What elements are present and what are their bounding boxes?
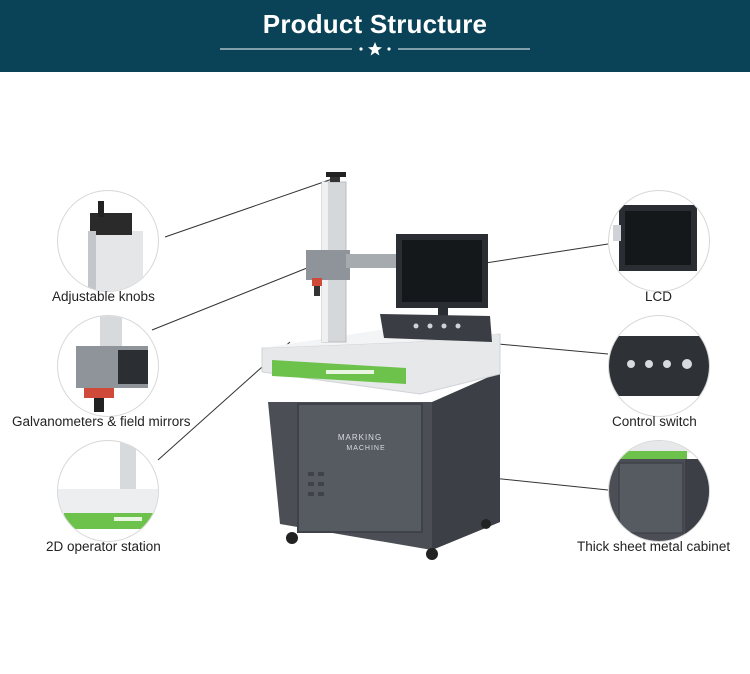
page-title: Product Structure [262,9,488,39]
callout-galvanometers: Galvanometers & field mirrors [12,414,191,429]
header-banner: Product Structure [0,0,750,72]
machine-label-line2: MACHINE [346,445,385,452]
title-divider-ornament [220,42,530,56]
star-icon [368,42,382,56]
machine-label-line1: MARKING [338,433,382,442]
control-switch-thumbnail [608,315,710,417]
product-diagram: MARKING MACHINE [0,72,750,674]
laser-marking-machine: MARKING MACHINE [261,172,501,560]
operator-station-thumbnail [57,440,159,542]
galvanometers-thumbnail [57,315,159,417]
adjustable-knobs-thumbnail [57,190,159,292]
callout-lcd: LCD [645,289,673,304]
galvanometer-head [306,250,350,280]
callout-control-switch: Control switch [612,414,697,429]
callout-adjustable-knobs: Adjustable knobs [52,289,155,304]
cabinet-side [432,372,500,550]
callout-operator-station: 2D operator station [46,539,161,554]
callout-cabinet: Thick sheet metal cabinet [577,539,731,554]
lcd-thumbnail [608,190,710,292]
leader-lines [151,176,609,491]
caster-wheels [286,519,491,560]
cabinet-thumbnail [608,440,710,542]
cabinet-door [297,403,423,533]
control-panel [380,314,492,342]
